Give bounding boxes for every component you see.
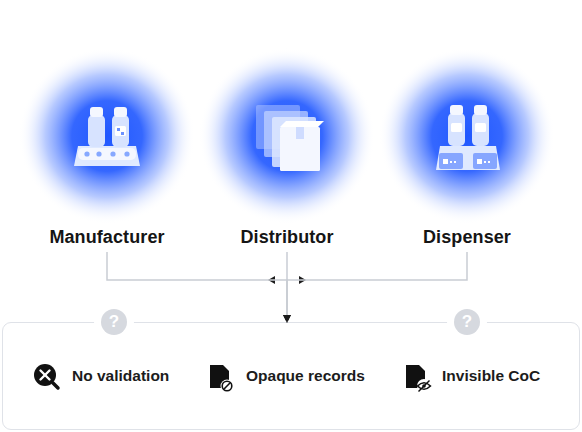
question-badge: ? bbox=[454, 309, 480, 335]
pharmacy-icon bbox=[436, 105, 500, 170]
flow-connector bbox=[286, 252, 288, 322]
stage-label: Manufacturer bbox=[49, 227, 164, 248]
flow-connector bbox=[287, 252, 467, 322]
glow-halo bbox=[19, 48, 195, 224]
boxes-icon bbox=[280, 127, 320, 171]
factory-icon bbox=[90, 107, 103, 117]
boxes-icon bbox=[256, 105, 324, 171]
stage-label: Distributor bbox=[240, 227, 333, 248]
supply-chain-stage: Dispenser bbox=[392, 60, 542, 252]
pharmacy-icon bbox=[439, 153, 463, 169]
glow-halo bbox=[19, 48, 555, 224]
boxes-icon bbox=[264, 111, 308, 157]
factory-icon bbox=[88, 115, 105, 147]
factory-icon bbox=[115, 126, 126, 136]
pharmacy-icon bbox=[450, 105, 463, 115]
factory-icon bbox=[96, 151, 101, 156]
glow-halo bbox=[199, 48, 375, 224]
question-badge: ? bbox=[101, 309, 127, 335]
issue-label: Invisible CoC bbox=[442, 367, 540, 385]
pharmacy-icon bbox=[448, 113, 465, 146]
factory-icon bbox=[84, 151, 89, 156]
flow-connector bbox=[107, 252, 287, 322]
issues-panel: No validation Opaque records Invisible CoC bbox=[2, 322, 580, 430]
pharmacy-icon bbox=[488, 161, 490, 163]
boxes-icon bbox=[296, 127, 304, 139]
pharmacy-icon bbox=[451, 123, 462, 132]
direction-arrows bbox=[299, 276, 306, 284]
boxes-icon bbox=[256, 105, 300, 149]
pharmacy-icon bbox=[443, 159, 448, 164]
factory-icon bbox=[124, 151, 129, 156]
pharmacy-icon bbox=[450, 161, 452, 163]
boxes-icon bbox=[280, 121, 324, 127]
factory-icon bbox=[74, 146, 140, 166]
factory-icon bbox=[114, 107, 127, 117]
pharmacy-icon bbox=[477, 159, 482, 164]
direction-arrows bbox=[268, 276, 306, 284]
pharmacy-icon bbox=[475, 123, 486, 132]
issue-label: No validation bbox=[72, 367, 169, 385]
factory-icon bbox=[112, 115, 129, 147]
pharmacy-icon bbox=[474, 105, 487, 115]
factory-icon bbox=[110, 151, 115, 156]
pharmacy-icon bbox=[473, 153, 497, 169]
supply-chain-stage: Distributor bbox=[212, 60, 362, 252]
factory-icon bbox=[117, 128, 120, 131]
pharmacy-icon bbox=[484, 161, 486, 163]
issue-label: Opaque records bbox=[246, 367, 365, 385]
pharmacy-icon bbox=[472, 113, 489, 146]
glow-halo bbox=[379, 48, 555, 224]
boxes-icon bbox=[272, 117, 316, 167]
supply-chain-stage: Manufacturer bbox=[32, 60, 182, 252]
factory-icon bbox=[121, 132, 124, 135]
pharmacy-icon bbox=[436, 146, 500, 170]
factory-icon bbox=[74, 107, 140, 166]
direction-arrows bbox=[268, 276, 275, 284]
factory-icon bbox=[78, 148, 136, 160]
pharmacy-icon bbox=[454, 161, 456, 163]
stage-label: Dispenser bbox=[423, 227, 511, 248]
